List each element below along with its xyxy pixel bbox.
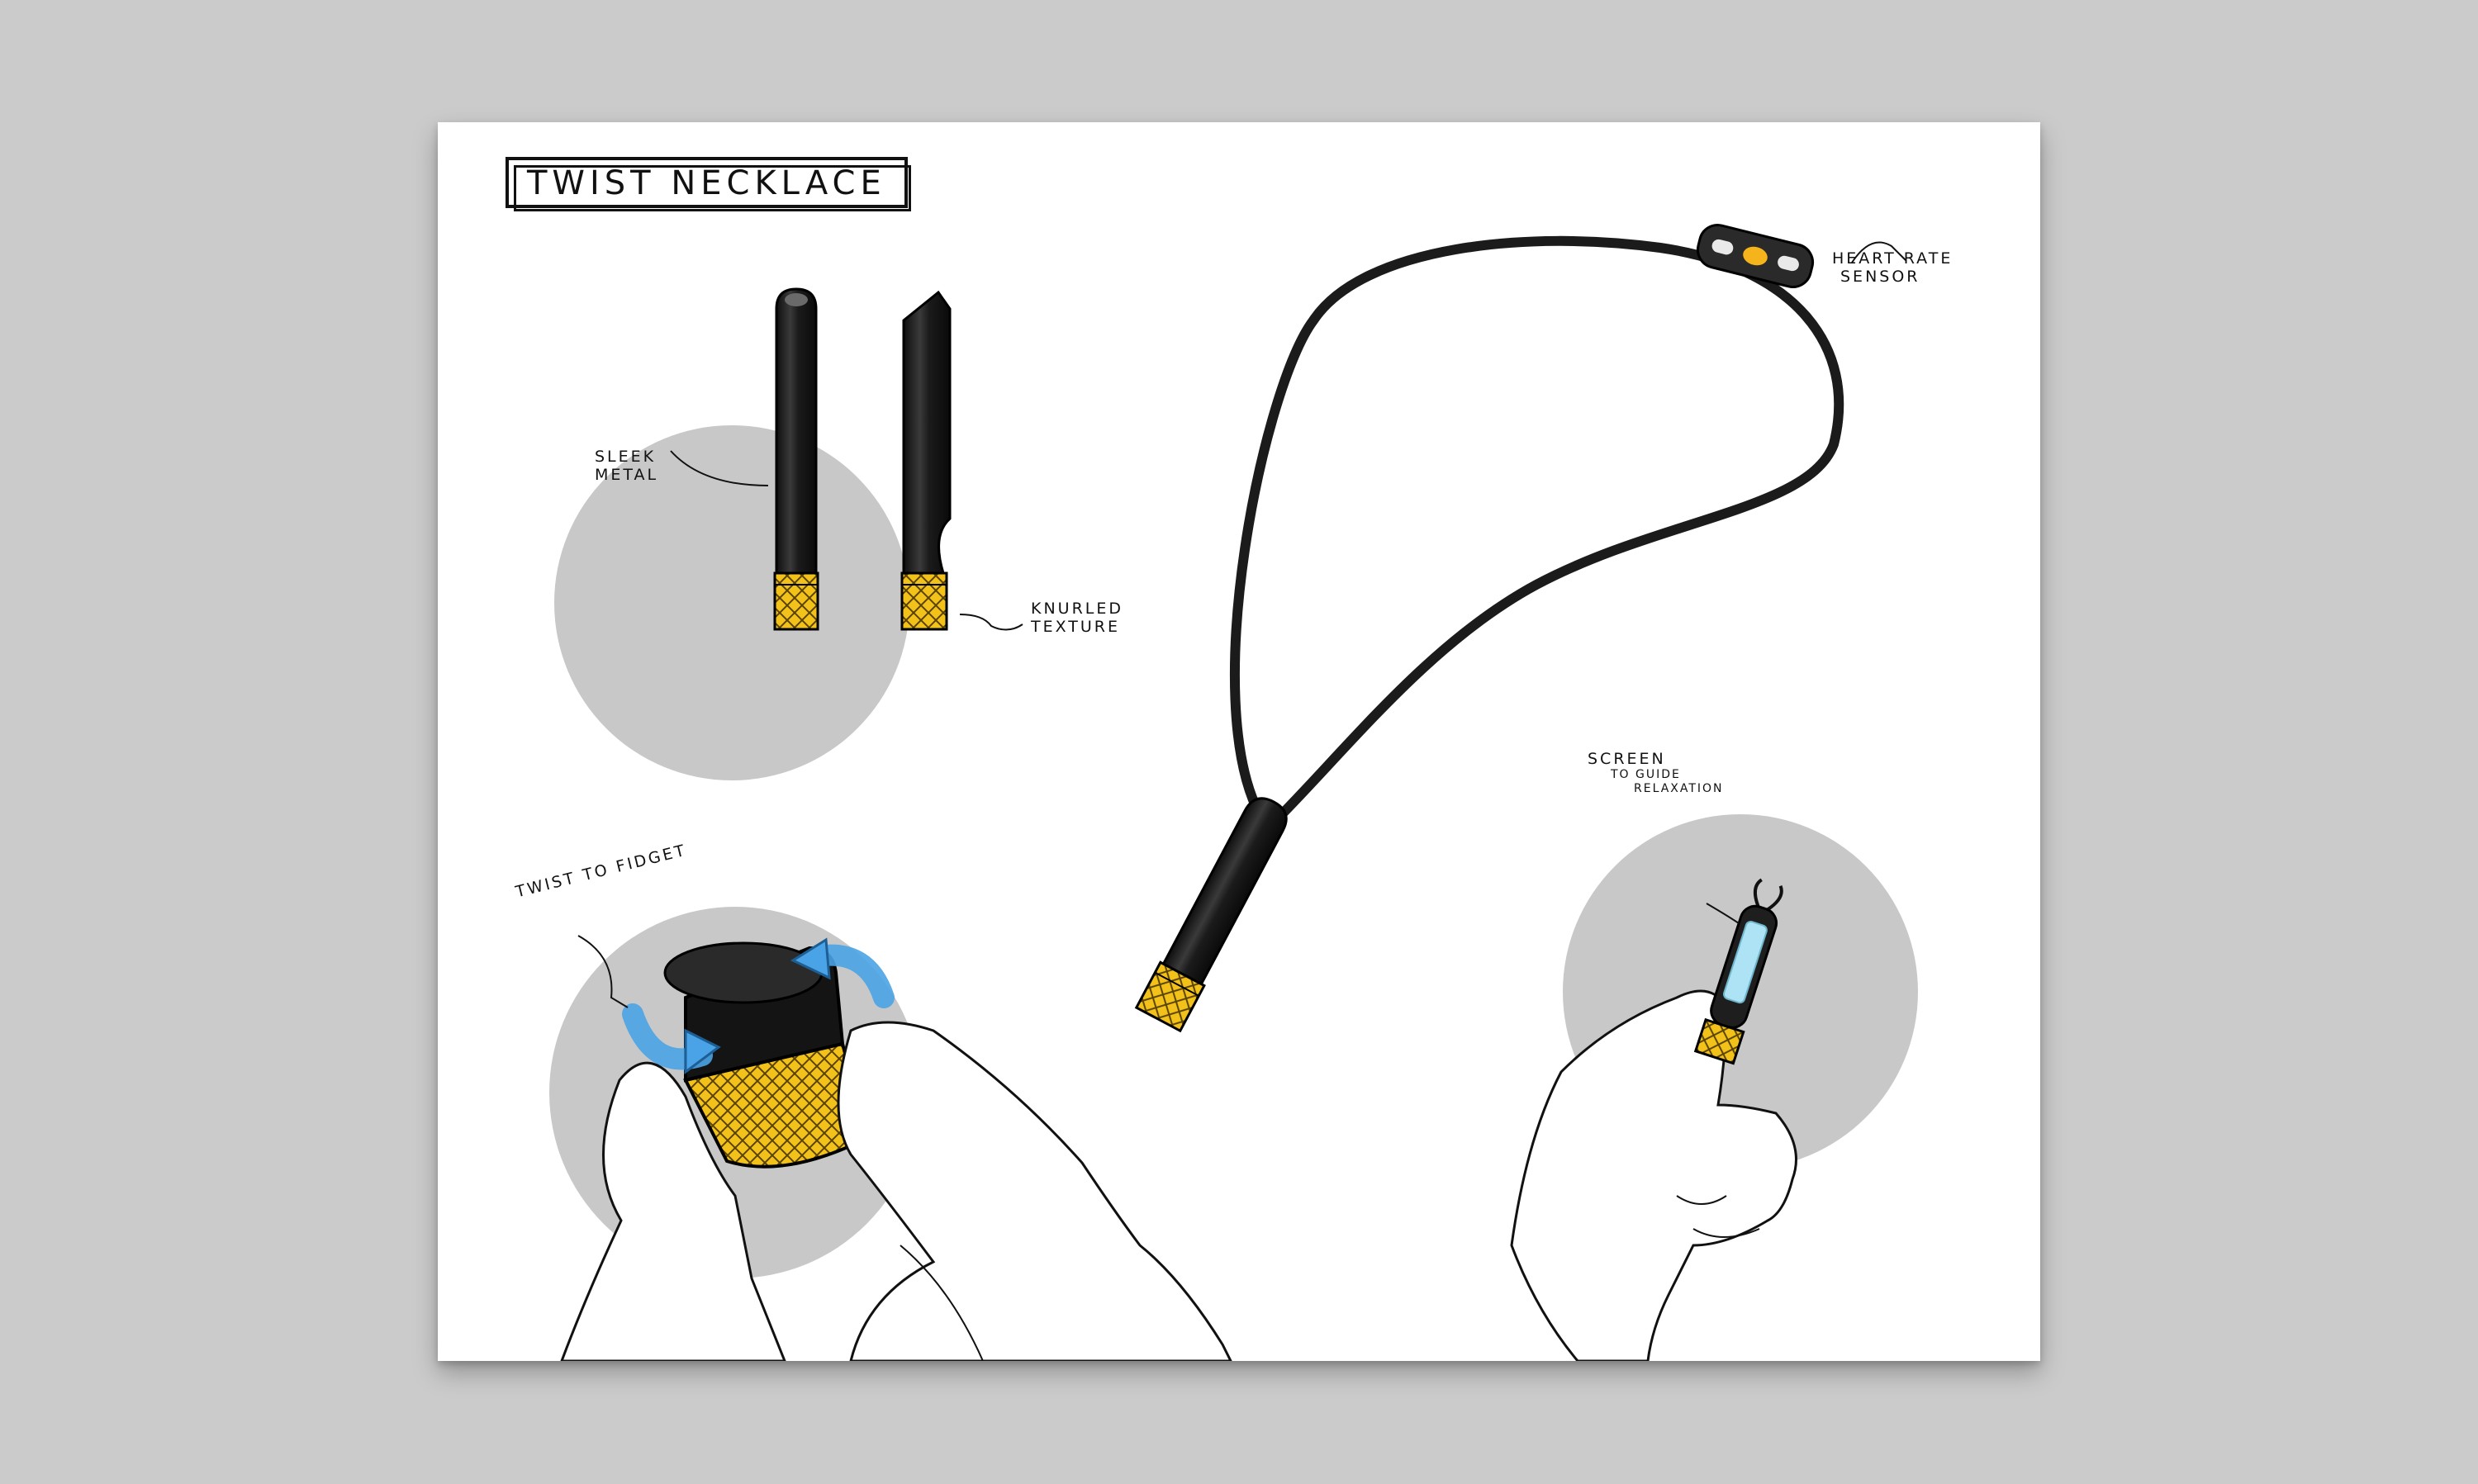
label-screen-line1: SCREEN — [1588, 750, 1666, 768]
leader-sleek-metal — [670, 450, 769, 486]
leader-knurled-texture — [959, 614, 1023, 631]
relaxation-screen — [1723, 921, 1768, 1004]
label-heart-rate-line2: SENSOR — [1840, 268, 1920, 286]
screen-device — [1693, 878, 1783, 1065]
twist-closeup — [622, 937, 895, 1169]
leader-screen — [1706, 903, 1740, 924]
sketch-artwork — [549, 224, 1918, 1361]
label-knurled-texture: KNURLED TEXTURE — [1031, 600, 1123, 636]
necklace-cord — [1230, 235, 1844, 827]
label-screen-line2: TO GUIDE — [1611, 768, 1681, 781]
pendant-pointed — [900, 290, 952, 631]
sketch-sheet: TWIST NECKLACE SLEEK METAL KNURLED TEXTU… — [438, 122, 2040, 1361]
heart-rate-sensor-device — [1696, 224, 1815, 288]
label-screen-line3: RELAXATION — [1634, 782, 1724, 795]
twist-arrow-right — [790, 937, 831, 980]
twist-arrow-left — [684, 1028, 721, 1074]
label-sleek-metal: SLEEK METAL — [595, 448, 658, 484]
leader-twist-to-fidget — [577, 935, 629, 1008]
leader-heart-rate — [1851, 241, 1907, 263]
hand-left-closeup — [560, 1021, 1232, 1361]
label-knurled-texture-line1: KNURLED — [1031, 600, 1124, 618]
necklace-pendant — [1134, 797, 1288, 1033]
label-knurled-texture-line2: TEXTURE — [1031, 618, 1121, 636]
sheet-title: TWIST NECKLACE — [506, 157, 911, 211]
label-heart-rate-line1: HEART RATE — [1832, 249, 1953, 268]
label-screen-guide: SCREEN TO GUIDE RELAXATION — [1588, 750, 1724, 796]
backdrop-circle-top — [554, 425, 909, 780]
label-heart-rate-sensor: HEART RATE SENSOR — [1832, 249, 1953, 286]
hand-holding-device — [1510, 989, 1797, 1361]
pendant-rounded — [773, 287, 819, 631]
label-sleek-metal-line2: METAL — [595, 466, 659, 484]
label-sleek-metal-line1: SLEEK — [595, 448, 657, 466]
